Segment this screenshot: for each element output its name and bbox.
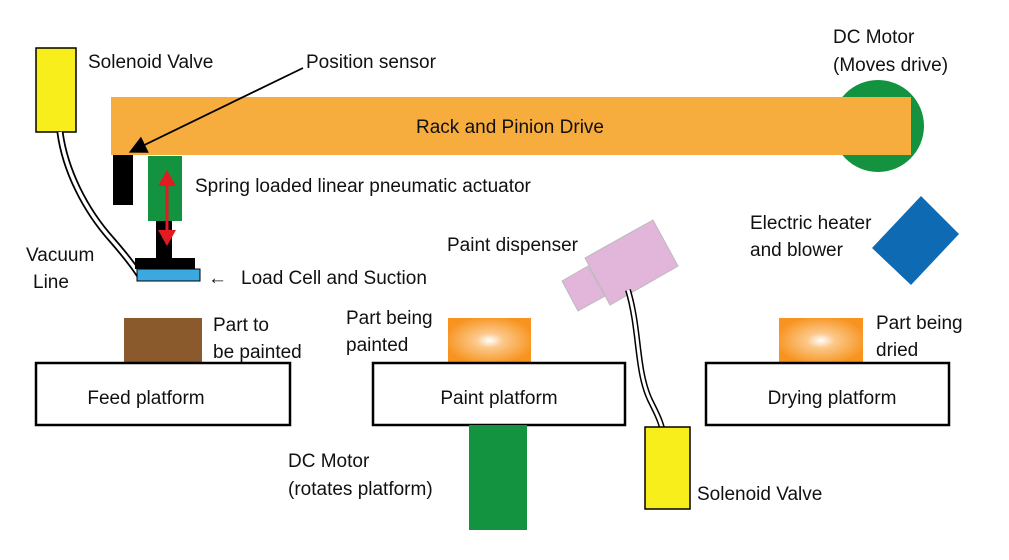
feed-platform-label: Feed platform [87,388,204,409]
dc-motor-drive-label-2: (Moves drive) [833,55,948,76]
dc-motor-platform-label-2: (rotates platform) [288,479,433,500]
paint-platform [371,361,627,427]
solenoid-valve-bottom [644,426,691,510]
drying-platform [704,361,951,427]
part-to-paint-label-1: Part to [213,315,269,336]
rack-pinion-label: Rack and Pinion Drive [416,117,604,138]
part-painted-label-2: painted [346,335,408,356]
part-painted-label-1: Part being [346,308,433,329]
actuator-travel-arrow [158,170,176,246]
suction-pad [136,268,201,282]
part-being-dried [779,318,863,363]
feed-platform [34,361,292,427]
heater-blower [872,196,959,285]
part-being-painted [448,318,531,363]
heater-label-1: Electric heater [750,213,872,234]
dc-motor-platform-label-1: DC Motor [288,451,370,472]
position-sensor-pointer [128,67,304,153]
solenoid-valve-top [35,47,77,133]
dc-motor-platform [469,425,527,530]
position-sensor [113,155,133,205]
solenoid-valve-top-label: Solenoid Valve [88,52,213,73]
paint-dispenser-label: Paint dispenser [447,235,579,256]
pneumatic-actuator [148,156,182,221]
heater-label-2: and blower [750,240,844,261]
paint-platform-label: Paint platform [440,388,557,409]
load-cell-arrow-icon: ← [208,268,227,289]
paint-dispenser [561,219,679,312]
actuator-label: Spring loaded linear pneumatic actuator [195,176,532,197]
part-dried-label-2: dried [876,340,918,361]
position-sensor-label: Position sensor [306,52,437,73]
load-cell-label: Load Cell and Suction [241,268,427,289]
part-to-paint-label-2: be painted [213,342,302,363]
drying-platform-label: Drying platform [768,388,897,409]
part-dried-label-1: Part being [876,313,963,334]
vacuum-line-label-1: Vacuum [26,245,94,266]
dc-motor-drive-label-1: DC Motor [833,27,915,48]
vacuum-line-label-2: Line [33,272,69,293]
load-cell [135,258,195,269]
solenoid-valve-bottom-label: Solenoid Valve [697,484,822,505]
part-to-be-painted [124,318,202,363]
rack-and-pinion-drive [111,97,911,155]
